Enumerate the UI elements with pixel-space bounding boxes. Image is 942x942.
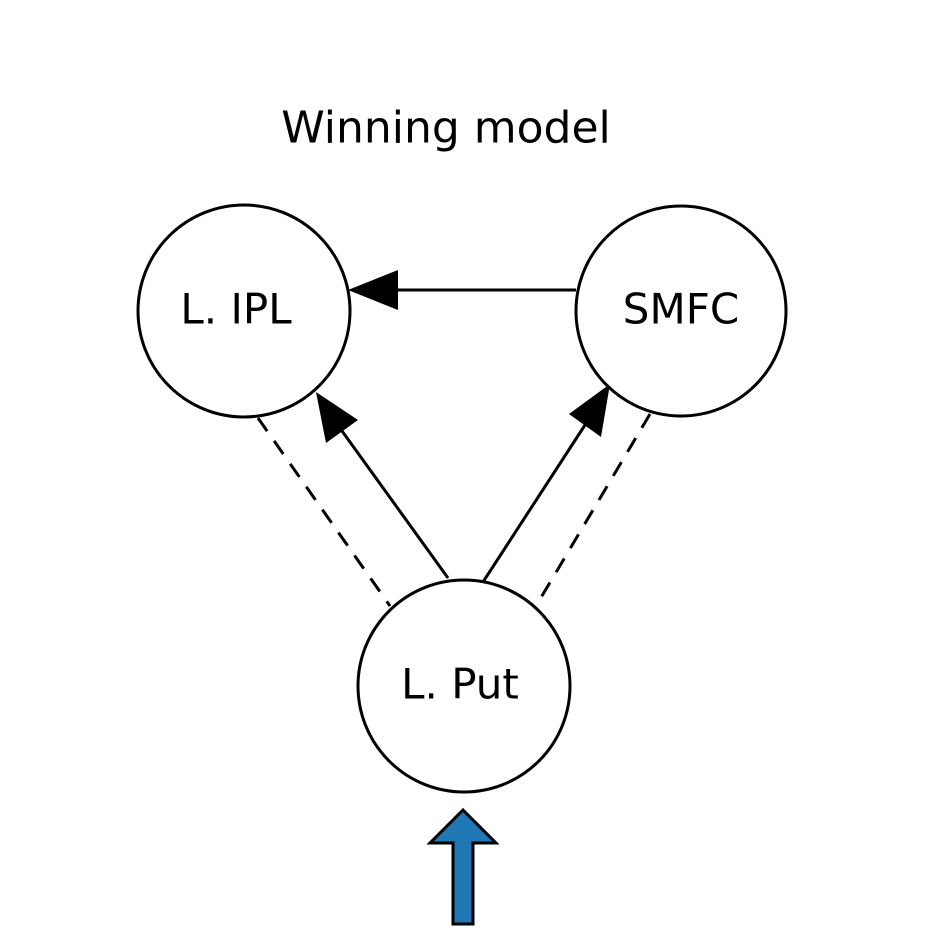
edge-put-ipl-dashed [256,417,392,607]
edge-put-smfc [481,424,587,583]
driving-input-arrow-icon [426,807,500,926]
node-smfc-label: SMFC [623,285,739,334]
node-l-ipl: L. IPL [136,203,352,419]
node-smfc-circle [574,204,788,418]
edge-put-smfc-arrowhead [569,384,610,437]
edge-smfc-ipl-arrowhead [348,270,398,310]
node-l-ipl-label: L. IPL [180,285,292,334]
node-l-put: L. Put [356,578,572,794]
edge-put-smfc-dashed [534,413,652,607]
node-smfc: SMFC [574,204,788,418]
node-l-put-circle [356,578,572,794]
node-l-put-label: L. Put [401,660,519,709]
node-l-ipl-circle [136,203,352,419]
edge-put-ipl [340,430,450,579]
edge-put-ipl-arrowhead [316,392,358,443]
diagram-title: Winning model [281,103,611,154]
